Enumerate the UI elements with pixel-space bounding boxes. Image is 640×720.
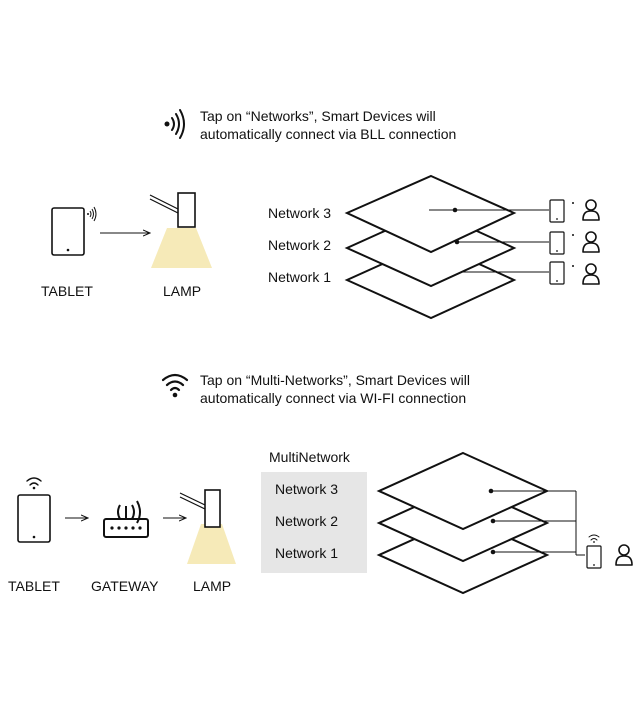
phone-wifi-icon [588, 534, 600, 543]
lamp-icon [179, 489, 236, 564]
wifi-icon [161, 373, 189, 398]
section1-instruction-line2: automatically connect via BLL connection [200, 126, 457, 142]
section1-network-3-label: Network 3 [268, 205, 332, 221]
phone-icon [586, 545, 602, 569]
section2-network-3-plane [376, 451, 576, 531]
section1-network-3-plane [344, 174, 549, 254]
section2-network-1-label: Network 1 [275, 545, 339, 561]
section2-network-2-label: Network 2 [275, 513, 339, 529]
tablet-signal-icon [87, 206, 97, 222]
section1-network-2-label: Network 2 [268, 237, 332, 253]
phone-icon [549, 261, 565, 285]
multinetwork-title: MultiNetwork [269, 449, 350, 465]
gateway-router-icon [103, 500, 149, 538]
section2-instruction-line2: automatically connect via WI-FI connecti… [200, 390, 467, 406]
section1-tablet-label: TABLET [41, 283, 93, 299]
tablet-wifi-icon [26, 477, 42, 490]
user-icon [615, 544, 633, 566]
bluetooth-signal-icon [164, 109, 185, 139]
small-signal-icons [572, 202, 574, 267]
section1-instruction-line1: Tap on “Networks”, Smart Devices will [200, 108, 436, 124]
section2-gateway-label: GATEWAY [91, 578, 159, 594]
user-icon [582, 263, 600, 285]
section2-network-3-label: Network 3 [275, 481, 339, 497]
lamp-icon [149, 192, 212, 268]
tablet-icon [17, 494, 51, 543]
tablet-icon [51, 207, 85, 256]
section2-lamp-label: LAMP [193, 578, 232, 594]
section2-instruction-line1: Tap on “Multi-Networks”, Smart Devices w… [200, 372, 470, 388]
user-icon [582, 231, 600, 253]
phone-icon [549, 231, 565, 255]
section1-network-1-label: Network 1 [268, 269, 332, 285]
user-icon [582, 199, 600, 221]
section1-lamp-label: LAMP [163, 283, 202, 299]
section2-tablet-label: TABLET [8, 578, 60, 594]
phone-icon [549, 199, 565, 223]
multinetwork-box [261, 472, 367, 573]
